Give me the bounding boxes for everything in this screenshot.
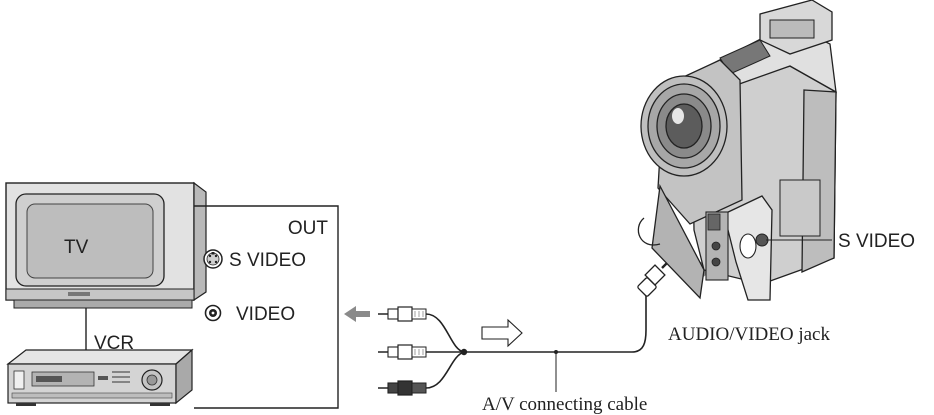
out-panel [194, 205, 339, 409]
cable-junction [460, 348, 468, 356]
s-video-camera-label: S VIDEO [838, 231, 915, 252]
s-video-out-label: S VIDEO [229, 250, 306, 271]
video-jack-icon [204, 304, 222, 322]
vcr-label: VCR [94, 333, 134, 354]
tv-set [5, 181, 207, 309]
video-out-label: VIDEO [236, 304, 295, 325]
rca-plug-audio-white [378, 344, 427, 360]
av-jack-label: AUDIO/VIDEO jack [668, 324, 830, 345]
rca-plug-video [378, 306, 427, 322]
rca-plug-audio-red [378, 380, 427, 396]
out-label: OUT [288, 218, 329, 239]
av-cable [425, 292, 647, 389]
signal-direction-arrow-icon [344, 306, 370, 322]
tv-label: TV [64, 237, 89, 258]
direction-arrow-icon [481, 318, 523, 348]
camcorder [637, 0, 837, 301]
av-cable-label: A/V connecting cable [482, 394, 647, 415]
vcr-deck [6, 348, 194, 406]
s-video-jack-icon [203, 249, 223, 269]
